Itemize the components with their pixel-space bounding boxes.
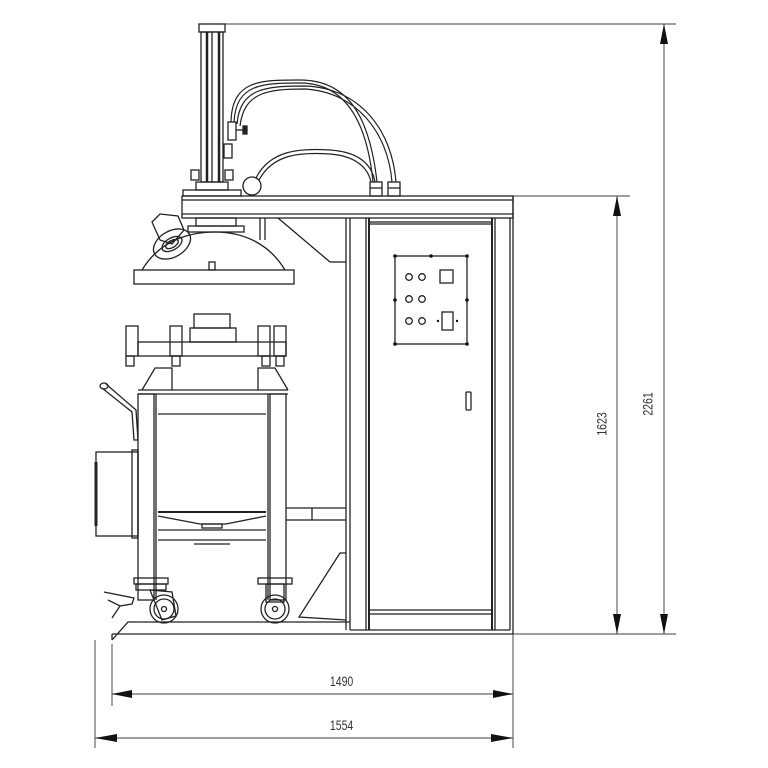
dimension-arrows [95,24,668,742]
dome-lid [133,217,346,285]
side-motor-box [94,449,139,539]
support-gusset [286,507,347,621]
dimension-base-width-inner: 1490 [329,673,354,689]
tank-cart-frame [125,313,289,601]
indicator-lights [405,273,426,325]
rectangular-switch [441,311,454,331]
cart-handle [99,382,139,441]
swivel-caster-right [257,577,293,624]
dimension-base-width-overall: 1554 [329,717,354,733]
electrical-cabinet [345,196,514,634]
pressure-gauge [242,176,262,196]
hose-fittings [369,181,401,197]
inspection-port-flange [151,213,192,260]
cabinet-door [368,221,493,615]
top-frame-beam [181,195,514,219]
valve [223,121,248,159]
dimension-overall-height: 2261 [639,392,656,416]
control-panel [393,254,469,346]
square-switch [439,269,454,284]
dimension-lines [94,23,676,748]
lift-column [182,23,242,197]
dimension-cabinet-height: 1623 [593,412,610,436]
door-handle [465,391,472,411]
base-plate [111,621,513,641]
swivel-caster-left [103,577,179,624]
hoses [230,79,397,183]
